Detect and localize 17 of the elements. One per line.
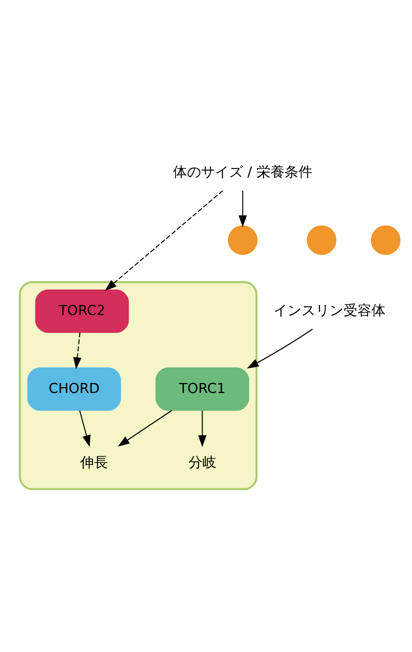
arrow bbox=[118, 410, 172, 447]
arrow bbox=[79, 410, 91, 448]
node-text: 体のサイズ / 栄養条件 bbox=[173, 164, 312, 180]
arrow bbox=[104, 190, 224, 291]
node-circle bbox=[306, 225, 336, 256]
node-circle bbox=[370, 225, 400, 256]
arrow bbox=[73, 332, 82, 370]
node-box: TORC2 bbox=[35, 290, 129, 333]
arrow bbox=[198, 410, 206, 448]
arrow bbox=[238, 190, 247, 228]
node-text: 分岐 bbox=[188, 455, 216, 472]
node-box: TORC1 bbox=[155, 367, 250, 411]
arrow bbox=[246, 328, 314, 369]
node-box: CHORD bbox=[27, 367, 121, 411]
node-circle bbox=[228, 225, 258, 256]
node-text: インスリン受容体 bbox=[273, 302, 386, 319]
node-text: 伸長 bbox=[80, 455, 108, 472]
